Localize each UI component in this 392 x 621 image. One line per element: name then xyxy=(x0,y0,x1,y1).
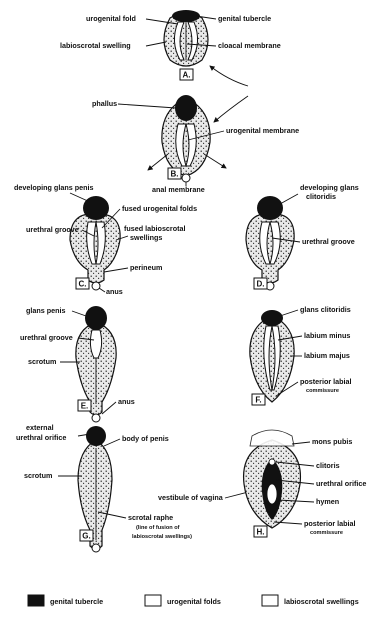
panel-a-letter: A. xyxy=(183,71,191,80)
label-labioscrotal-swelling: labioscrotal swelling xyxy=(60,41,131,50)
label-glans-penis: glans penis xyxy=(26,306,66,315)
legend-label-urogenital-folds: urogenital folds xyxy=(167,597,221,606)
panel-b: phallus urogenital membrane anal membran… xyxy=(92,95,299,194)
panel-g-letter: G. xyxy=(82,532,90,541)
panel-a: urogenital fold genital tubercle labiosc… xyxy=(60,10,281,80)
label-urogenital-membrane: urogenital membrane xyxy=(226,126,299,135)
label-urethral-orifice-g: urethral orifice xyxy=(16,433,66,442)
label-scrotum-e: scrotum xyxy=(28,357,56,366)
label-swellings: swellings xyxy=(130,233,162,242)
label-hymen: hymen xyxy=(316,497,339,506)
label-phallus: phallus xyxy=(92,99,117,108)
label-developing-glans: developing glans xyxy=(300,183,359,192)
label-urethral-groove-c: urethral groove xyxy=(26,225,79,234)
label-commissure-f: commissure xyxy=(306,388,339,394)
legend-label-genital-tubercle: genital tubercle xyxy=(50,597,103,606)
panel-g: external urethral orifice body of penis … xyxy=(16,423,256,552)
panel-f-letter: F. xyxy=(255,396,261,405)
label-labium-majus: labium majus xyxy=(304,351,350,360)
label-body-of-penis: body of penis xyxy=(122,434,169,443)
legend-swatch-labioscrotal-swellings xyxy=(262,595,278,606)
panel-e: glans penis urethral groove scrotum anus… xyxy=(20,306,135,422)
indifferent-stage-note xyxy=(210,66,248,122)
panel-h-letter: H. xyxy=(257,528,265,537)
label-mons-pubis: mons pubis xyxy=(312,437,352,446)
label-urethral-groove-e: urethral groove xyxy=(20,333,73,342)
panel-d-letter: D. xyxy=(257,280,265,289)
label-anus-c: anus xyxy=(106,287,123,296)
label-clitoridis-d: clitoridis xyxy=(306,192,336,201)
panel-h-drawing xyxy=(244,430,301,528)
panel-f: glans clitoridis labium minus labium maj… xyxy=(250,305,352,405)
label-glans-clitoridis: glans clitoridis xyxy=(300,305,351,314)
label-developing-glans-penis: developing glans penis xyxy=(14,183,93,192)
legend-label-labioscrotal-swellings: labioscrotal swellings xyxy=(284,597,359,606)
panel-h: mons pubis clitoris urethral orifice hym… xyxy=(244,430,367,537)
label-line-of-fusion: (line of fusion of xyxy=(136,525,180,531)
label-vestibule-of-vagina: vestibule of vagina xyxy=(158,493,224,502)
label-posterior-labial-f: posterior labial xyxy=(300,377,352,386)
label-scrotal-raphe: scrotal raphe xyxy=(128,513,173,522)
panel-a-drawing xyxy=(164,10,208,66)
label-posterior-labial-h: posterior labial xyxy=(304,519,356,528)
label-urethral-groove-d: urethral groove xyxy=(302,237,355,246)
label-urogenital-fold: urogenital fold xyxy=(86,14,136,23)
panel-c-drawing xyxy=(70,196,120,290)
label-anus-e: anus xyxy=(118,397,135,406)
panel-c-letter: C. xyxy=(79,280,87,289)
label-fused-urogenital-folds: fused urogenital folds xyxy=(122,204,197,213)
panel-b-letter: B. xyxy=(171,170,179,179)
label-labium-minus: labium minus xyxy=(304,331,350,340)
legend: genital tubercle urogenital folds labios… xyxy=(28,595,359,606)
panel-c: developing glans penis fused urogenital … xyxy=(14,183,197,296)
label-urethral-orifice-h: urethral orifice xyxy=(316,479,366,488)
legend-swatch-urogenital-folds xyxy=(145,595,161,606)
label-commissure-h: commissure xyxy=(310,530,343,536)
label-labioscrotal-swellings-note: labioscrotal swellings) xyxy=(132,534,192,540)
panel-d-drawing xyxy=(246,196,294,290)
label-cloacal-membrane: cloacal membrane xyxy=(218,41,281,50)
label-scrotum-g: scrotum xyxy=(24,471,52,480)
label-external: external xyxy=(26,423,54,432)
legend-swatch-genital-tubercle xyxy=(28,595,44,606)
label-anal-membrane: anal membrane xyxy=(152,185,205,194)
label-fused-labioscrotal: fused labioscrotal xyxy=(124,224,186,233)
label-genital-tubercle: genital tubercle xyxy=(218,14,271,23)
label-clitoris: clitoris xyxy=(316,461,340,470)
panel-e-letter: E. xyxy=(81,402,89,411)
label-perineum: perineum xyxy=(130,263,162,272)
panel-d: developing glans clitoridis urethral gro… xyxy=(246,183,359,290)
